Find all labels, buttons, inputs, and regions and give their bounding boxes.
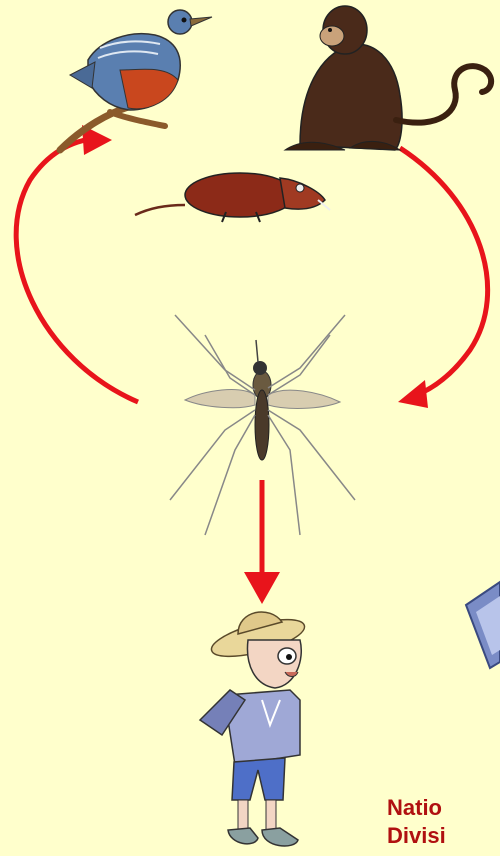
monkey-icon <box>285 6 491 150</box>
arrow-mosquito-to-human-head <box>244 572 280 604</box>
caption-line-1: Natio <box>387 794 446 822</box>
arrow-monkey-to-mosquito <box>400 148 488 396</box>
caption-line-2: Divisi <box>387 822 446 850</box>
caption-text: Natio Divisi <box>387 794 446 850</box>
rodent-icon <box>135 173 330 222</box>
book-icon <box>466 582 500 668</box>
arrow-mosquito-to-bird <box>16 138 138 402</box>
arrow-monkey-to-mosquito-head <box>398 380 428 408</box>
human-boy-icon <box>200 612 308 846</box>
bird-icon <box>60 10 212 150</box>
